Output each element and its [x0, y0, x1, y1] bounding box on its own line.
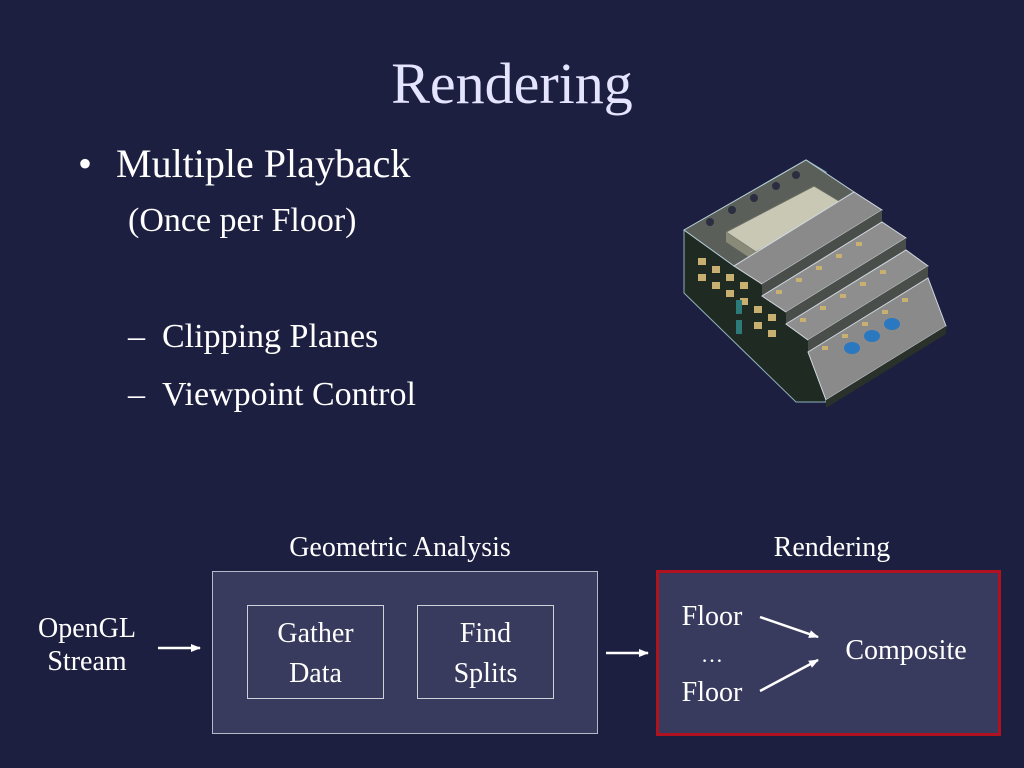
- dash-glyph: –: [128, 376, 145, 413]
- floor-bottom-label: Floor: [681, 677, 743, 708]
- composite-label: Composite: [845, 635, 967, 666]
- find-line2: Splits: [453, 658, 518, 689]
- arrow-floor-bottom: [759, 658, 819, 693]
- gather-line1: Gather: [277, 618, 354, 649]
- sub-item-label: Viewpoint Control: [162, 376, 416, 413]
- rendering-header: Rendering: [773, 532, 891, 563]
- find-line1: Find: [459, 618, 512, 649]
- opengl-stream-label: OpenGL Stream: [20, 612, 154, 678]
- bullet-multiple-playback: • Multiple Playback: [78, 140, 410, 187]
- floor-ellipsis: …: [701, 642, 723, 667]
- sub-item-viewpoint-control: –Viewpoint Control: [128, 376, 416, 414]
- bullet-text: Multiple Playback: [116, 141, 411, 186]
- arrow-floor-top: [759, 615, 819, 639]
- geometric-analysis-header: Geometric Analysis: [289, 532, 511, 563]
- building-illustration: [683, 159, 947, 408]
- sub-item-label: Clipping Planes: [162, 318, 379, 355]
- gather-line2: Data: [289, 658, 342, 689]
- rendering-box: [656, 570, 1001, 736]
- opengl-line1: OpenGL: [38, 613, 136, 644]
- opengl-line2: Stream: [47, 646, 127, 677]
- bullet-note: (Once per Floor): [128, 202, 357, 239]
- sub-item-clipping-planes: –Clipping Planes: [128, 318, 378, 356]
- bullet-dot: •: [78, 141, 93, 186]
- floor-top-label: Floor: [681, 601, 743, 632]
- dash-glyph: –: [128, 318, 145, 355]
- slide-title: Rendering: [391, 51, 633, 116]
- gather-data-box: Gather Data: [247, 605, 384, 699]
- find-splits-box: Find Splits: [417, 605, 554, 699]
